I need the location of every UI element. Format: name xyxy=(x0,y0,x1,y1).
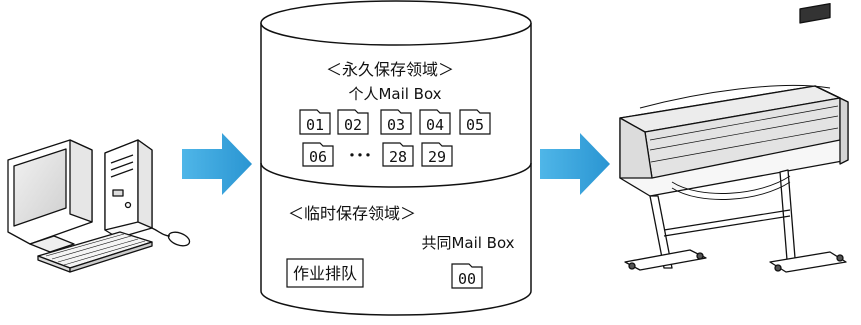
mailbox-folder-02: 02 xyxy=(337,109,369,135)
large-format-printer-icon xyxy=(619,2,849,273)
temporary-area-title: ＜临时保存领域＞ xyxy=(288,204,416,223)
shared-mailbox-label: 共同Mail Box xyxy=(421,234,514,252)
mailbox-folder-06: 06 xyxy=(302,142,334,167)
permanent-area-title: ＜永久保存领域＞ xyxy=(326,60,454,79)
right-arrow-icon xyxy=(540,133,610,195)
storage-cylinder xyxy=(260,0,532,316)
mailbox-number: 02 xyxy=(344,116,362,134)
mailbox-number: 05 xyxy=(466,116,484,134)
mailbox-folder-28: 28 xyxy=(382,142,414,167)
desktop-computer-icon xyxy=(7,139,191,273)
personal-mailbox-row-2: 06 ･･･ 28 29 xyxy=(302,142,453,167)
mailbox-folder-03: 03 xyxy=(380,109,412,135)
mailbox-number: 00 xyxy=(458,270,476,288)
job-queue-box: 作业排队 xyxy=(286,258,364,288)
mailbox-number: 03 xyxy=(387,116,405,134)
mailbox-folder-01: 01 xyxy=(299,109,331,135)
mailbox-ellipsis: ･･･ xyxy=(348,146,372,165)
personal-mailbox-row-1: 01 02 03 04 05 xyxy=(299,109,491,135)
mailbox-folder-05: 05 xyxy=(459,109,491,135)
personal-mailbox-label: 个人Mail Box xyxy=(348,85,441,103)
mailbox-number: 01 xyxy=(306,116,324,134)
mailbox-number: 29 xyxy=(428,148,446,166)
right-arrow-icon xyxy=(182,133,252,195)
job-queue-label: 作业排队 xyxy=(293,264,357,283)
mailbox-folder-04: 04 xyxy=(419,109,451,135)
mailbox-number: 04 xyxy=(426,116,444,134)
mailbox-number: 06 xyxy=(309,148,327,166)
mailbox-folder-29: 29 xyxy=(421,142,453,167)
mailbox-number: 28 xyxy=(389,148,407,166)
mailbox-folder-00: 00 xyxy=(451,263,483,289)
